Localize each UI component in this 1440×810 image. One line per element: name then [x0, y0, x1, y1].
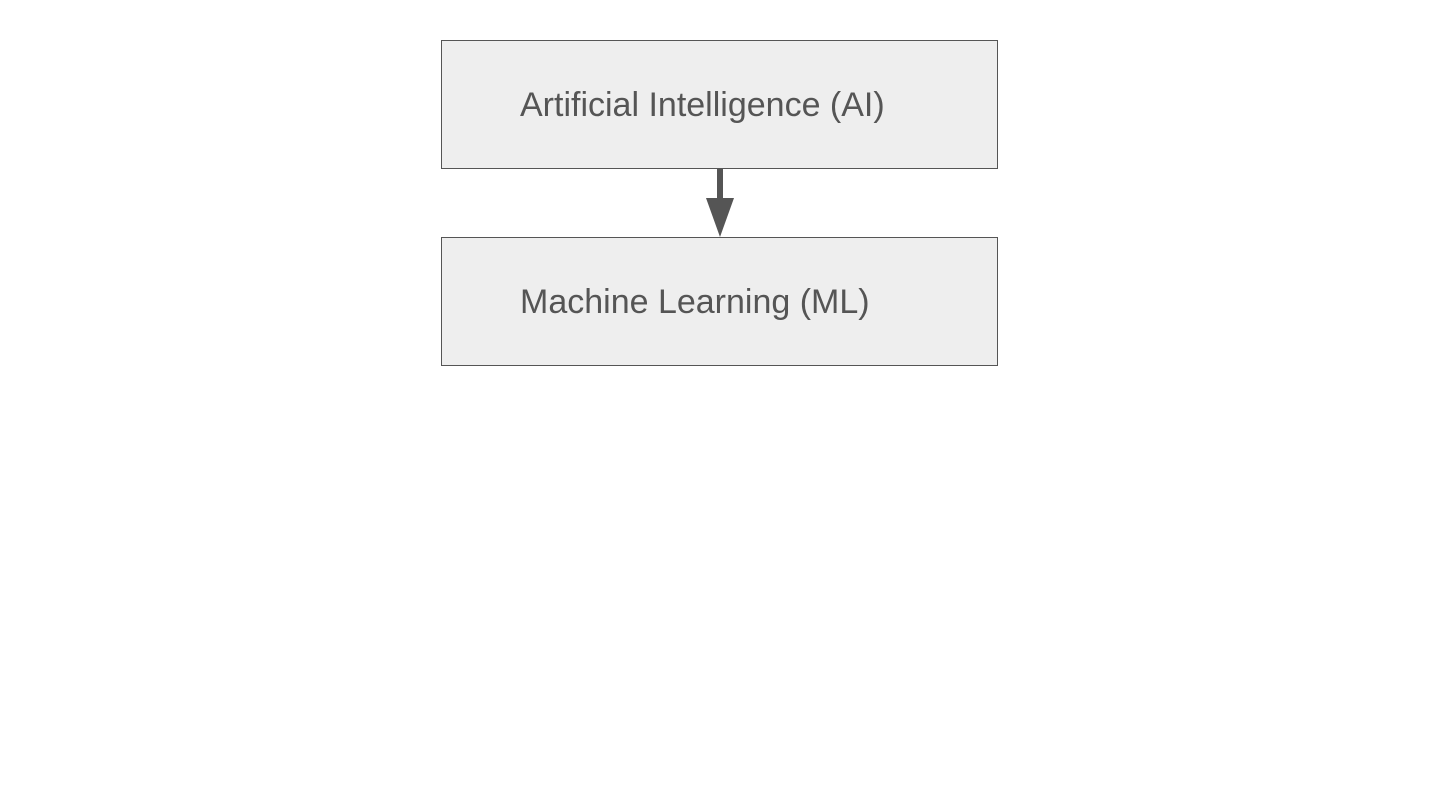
edge-ai-to-ml — [706, 169, 734, 237]
node-label-machine-learning: Machine Learning (ML) — [520, 282, 870, 321]
arrowhead-icon — [706, 198, 734, 237]
node-machine-learning[interactable]: Machine Learning (ML) — [441, 237, 998, 366]
node-label-artificial-intelligence: Artificial Intelligence (AI) — [520, 85, 885, 124]
node-artificial-intelligence[interactable]: Artificial Intelligence (AI) — [441, 40, 998, 169]
